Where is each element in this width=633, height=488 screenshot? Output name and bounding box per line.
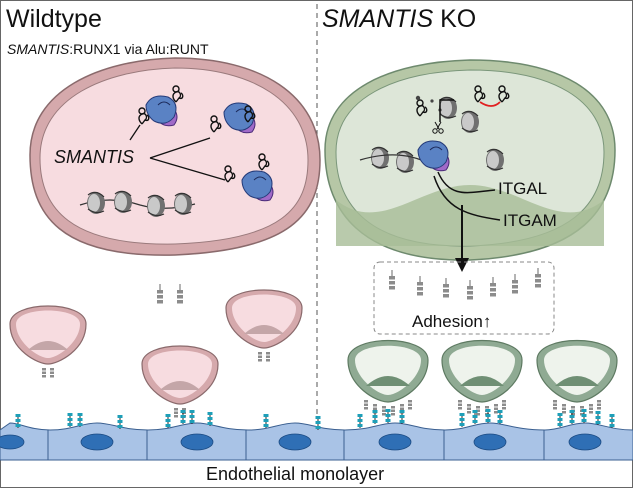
endothelial-monolayer <box>0 408 633 461</box>
adhesion-label: Adhesion↑ <box>412 313 491 330</box>
adhesion-box <box>373 261 555 335</box>
wildtype-chromatin <box>79 190 196 218</box>
ko-leukocytes <box>347 339 618 416</box>
wildtype-subtitle-text: :RUNX1 via Alu:RUNT <box>69 41 209 57</box>
gene-itgal-label: ITGAL <box>498 179 548 198</box>
adhesion-up-icon: ↑ <box>482 312 492 331</box>
smantis-label: SMANTIS <box>54 147 135 167</box>
wildtype-subtitle: SMANTIS:RUNX1 via Alu:RUNT <box>7 42 209 56</box>
ko-cell <box>324 59 616 261</box>
smantis-lines <box>129 124 226 181</box>
wildtype-title: Wildtype <box>6 7 102 32</box>
ko-title-text: KO <box>433 5 477 33</box>
wildtype-leukocytes <box>9 289 303 418</box>
gene-itgam-label: ITGAM <box>503 211 557 230</box>
adhesion-text: Adhesion <box>412 312 483 331</box>
ko-knockout-locus <box>415 85 510 122</box>
ko-title-italic: SMANTIS <box>322 5 434 33</box>
ko-title: SMANTIS KO <box>322 7 476 32</box>
endothelial-monolayer-label: Endothelial monolayer <box>206 464 385 484</box>
wildtype-title-text: Wildtype <box>6 5 102 33</box>
ko-gene-lines <box>433 171 501 221</box>
scissors-icon <box>432 121 444 134</box>
wildtype-subtitle-italic: SMANTIS <box>7 41 70 57</box>
